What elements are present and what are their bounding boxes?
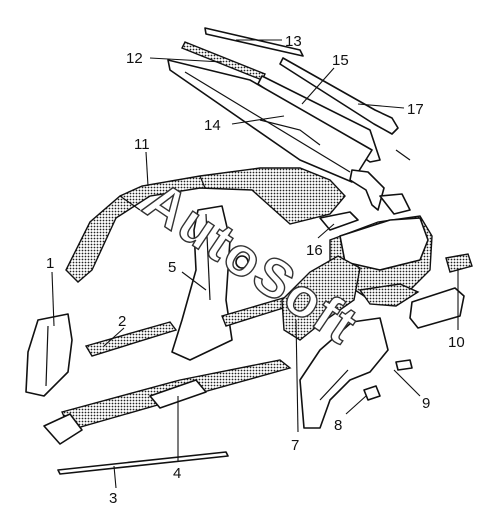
part-13-roof-strip bbox=[204, 27, 304, 57]
leader-11 bbox=[145, 151, 149, 187]
callout-14: 14 bbox=[204, 117, 221, 134]
callout-12: 12 bbox=[126, 50, 143, 67]
leader-5 bbox=[181, 271, 207, 291]
callout-7: 7 bbox=[291, 437, 299, 454]
leader-9 bbox=[393, 369, 421, 397]
leader-17 bbox=[357, 103, 405, 109]
leader-16 bbox=[317, 223, 335, 239]
part-2-sill-strip bbox=[84, 321, 178, 357]
callout-8: 8 bbox=[334, 417, 342, 434]
part-1-a-pillar-lower bbox=[25, 313, 73, 397]
leader-8 bbox=[345, 395, 367, 415]
leader-15 bbox=[301, 67, 335, 105]
callout-11: 11 bbox=[134, 136, 150, 153]
callout-1: 1 bbox=[46, 255, 54, 272]
part-7-wheelhouse bbox=[281, 255, 361, 341]
leader-3 bbox=[113, 465, 117, 489]
leader-12 bbox=[149, 57, 223, 63]
callout-3: 3 bbox=[109, 490, 117, 507]
part-8-plug bbox=[363, 385, 381, 401]
callout-labels: 1 2 3 4 5 7 8 9 10 11 12 13 14 15 16 17 bbox=[46, 33, 465, 507]
callout-13: 13 bbox=[285, 33, 302, 50]
part-16-bracket bbox=[319, 211, 359, 231]
callout-17: 17 bbox=[407, 101, 424, 118]
part-11-roof-side-rail bbox=[65, 167, 346, 283]
part-rear-pillar-trim bbox=[349, 149, 411, 215]
callout-15: 15 bbox=[332, 52, 349, 69]
part-9-wheel-arch bbox=[299, 317, 413, 429]
callout-16: 16 bbox=[306, 242, 323, 259]
callout-9: 9 bbox=[422, 395, 430, 412]
part-4-rocker-panel bbox=[43, 359, 292, 445]
leader-lines bbox=[51, 39, 459, 489]
part-3-trim-rod bbox=[57, 451, 229, 475]
leader-2 bbox=[103, 327, 125, 347]
callout-4: 4 bbox=[173, 465, 181, 482]
leader-14 bbox=[231, 115, 285, 125]
callout-5: 5 bbox=[168, 259, 176, 276]
callout-10: 10 bbox=[448, 334, 465, 351]
part-5-b-pillar bbox=[171, 205, 249, 361]
part-10-rear-panel bbox=[409, 253, 473, 329]
leader-7 bbox=[295, 319, 299, 433]
leader-1 bbox=[51, 271, 55, 327]
callout-2: 2 bbox=[118, 313, 126, 330]
